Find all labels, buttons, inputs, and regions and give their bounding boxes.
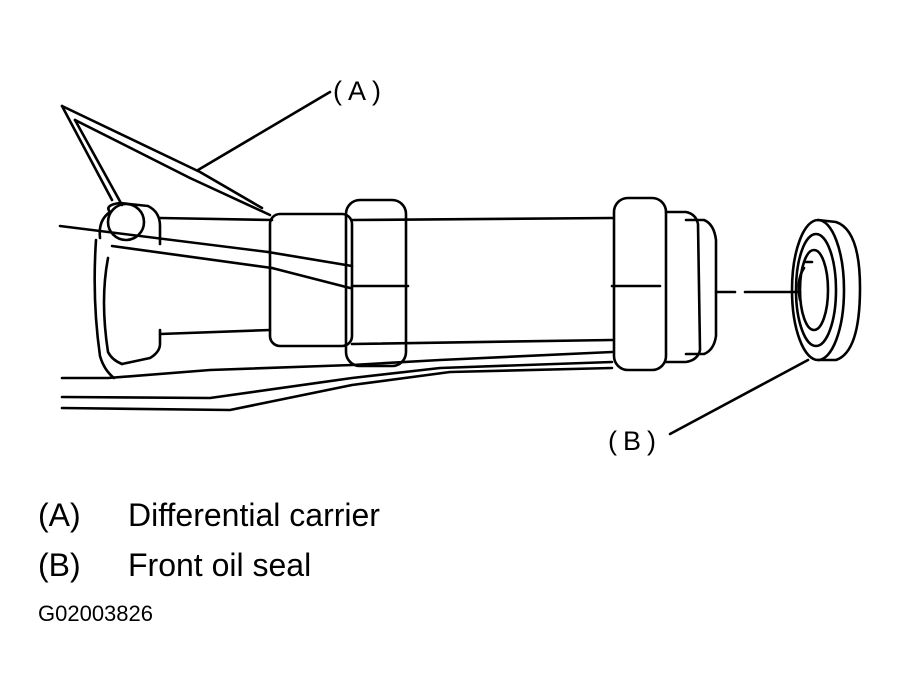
oil-seal-drawing (790, 218, 862, 362)
shaft-tube (158, 212, 662, 348)
support-arms (58, 104, 354, 290)
legend-key: (A) (38, 497, 81, 533)
legend-text: Front oil seal (128, 547, 312, 583)
collar-left (344, 198, 408, 368)
leader-lines (196, 90, 810, 436)
leader-line-b (668, 358, 810, 436)
collar-right (612, 196, 718, 372)
carrier-housing-outline (60, 350, 614, 412)
callout-label-a: (A) (333, 76, 387, 106)
legend-key: (B) (38, 547, 81, 583)
callout-label-b: (B) (608, 426, 662, 456)
legend-item: (B) Front oil seal (38, 540, 380, 590)
leader-line-a (196, 90, 332, 172)
left-flange (93, 201, 162, 380)
legend-text: Differential carrier (128, 497, 380, 533)
figure-code: G02003826 (38, 601, 153, 626)
legend: (A) Differential carrier (B) Front oil s… (38, 490, 380, 590)
assembly-illustration (58, 90, 862, 436)
legend-item: (A) Differential carrier (38, 490, 380, 540)
